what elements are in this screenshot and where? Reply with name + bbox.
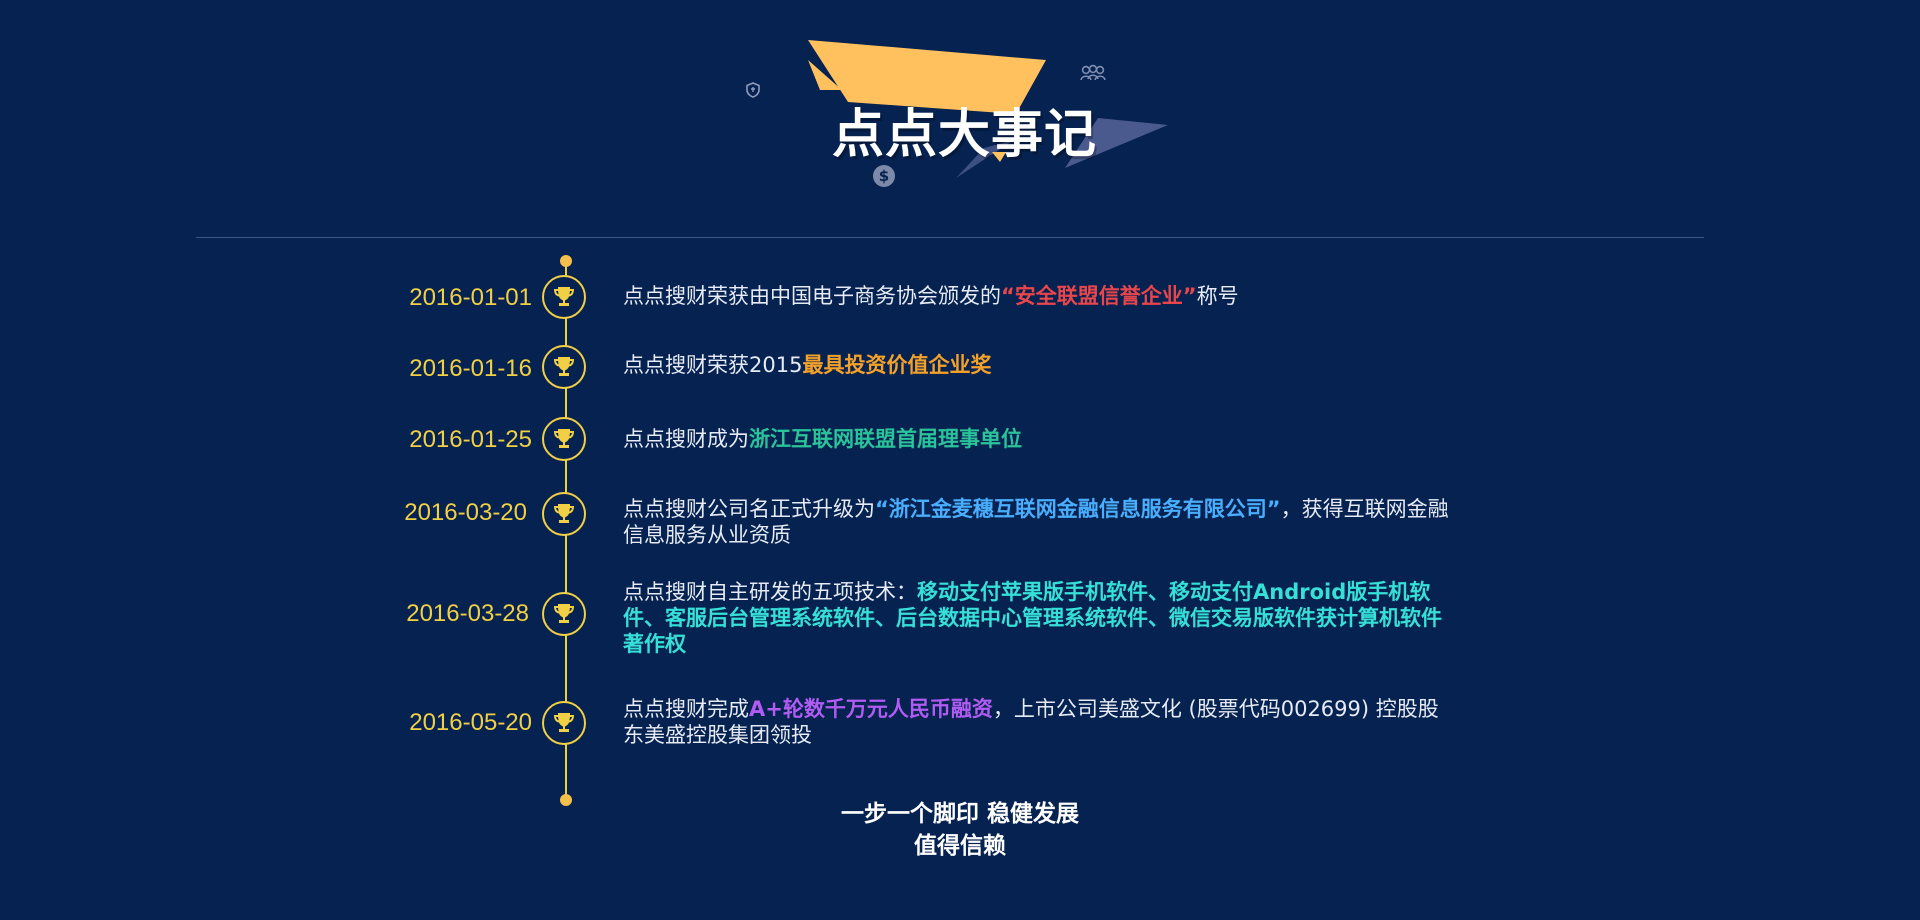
event-text-after: ，上市公司美盛文化 (股票代码002699) 控股股东美盛控股集团领投	[623, 697, 1439, 747]
event-highlight: “安全联盟信誉企业”	[1001, 284, 1197, 308]
trophy-icon	[542, 417, 586, 461]
event-highlight: A+轮数千万元人民币融资	[749, 697, 993, 721]
event-text-after: 称号	[1196, 284, 1239, 308]
dollar-coin-icon: $	[873, 165, 895, 187]
event-highlight: 移动支付苹果版手机软件、移动支付Android版手机软件、客服后台管理系统软件、…	[623, 580, 1442, 656]
timeline-end-dot	[560, 794, 572, 806]
trophy-icon	[542, 592, 586, 636]
event-highlight: 最具投资价值企业奖	[802, 353, 992, 377]
slogan-line-2: 值得信赖	[914, 833, 1006, 859]
shield-icon	[746, 82, 760, 98]
event-description: 点点搜财完成A+轮数千万元人民币融资，上市公司美盛文化 (股票代码002699)…	[623, 696, 1458, 748]
page-title: 点点大事记	[832, 105, 1098, 165]
event-date: 2016-05-20	[409, 709, 532, 736]
event-text-before: 点点搜财荣获2015	[623, 353, 803, 377]
event-date: 2016-01-16	[409, 355, 532, 382]
banner-shapes	[808, 40, 1168, 178]
svg-text:$: $	[879, 167, 889, 185]
event-highlight: 浙江互联网联盟首届理事单位	[749, 427, 1022, 451]
event-highlight: “浙江金麦穗互联网金融信息服务有限公司”	[875, 497, 1281, 521]
event-description: 点点搜财荣获2015最具投资价值企业奖	[623, 352, 1458, 378]
slogan-line-1: 一步一个脚印 稳健发展	[840, 801, 1079, 827]
event-date: 2016-03-28	[406, 600, 529, 627]
event-text-before: 点点搜财完成	[623, 697, 749, 721]
event-text-before: 点点搜财荣获由中国电子商务协会颁发的	[623, 284, 1001, 308]
people-icon	[1080, 64, 1106, 81]
event-description: 点点搜财成为浙江互联网联盟首届理事单位	[623, 426, 1458, 452]
event-text-after: ，获得互联网金融信息服务从业资质	[623, 497, 1449, 547]
event-description: 点点搜财自主研发的五项技术：移动支付苹果版手机软件、移动支付Android版手机…	[623, 579, 1458, 657]
timeline-start-dot	[560, 255, 572, 267]
event-date: 2016-03-20	[404, 499, 527, 526]
trophy-icon	[542, 275, 586, 319]
event-text-before: 点点搜财成为	[623, 427, 749, 451]
event-date: 2016-01-25	[409, 426, 532, 453]
event-description: 点点搜财公司名正式升级为“浙江金麦穗互联网金融信息服务有限公司”，获得互联网金融…	[623, 496, 1458, 548]
event-text-before: 点点搜财公司名正式升级为	[623, 497, 875, 521]
event-description: 点点搜财荣获由中国电子商务协会颁发的“安全联盟信誉企业”称号	[623, 283, 1458, 309]
header-divider	[196, 237, 1704, 238]
title-banner: 点点大事记	[730, 30, 1190, 200]
trophy-icon	[542, 701, 586, 745]
event-date: 2016-01-01	[409, 284, 532, 311]
trophy-icon	[542, 492, 586, 536]
trophy-icon	[542, 345, 586, 389]
event-text-before: 点点搜财自主研发的五项技术：	[623, 580, 917, 604]
